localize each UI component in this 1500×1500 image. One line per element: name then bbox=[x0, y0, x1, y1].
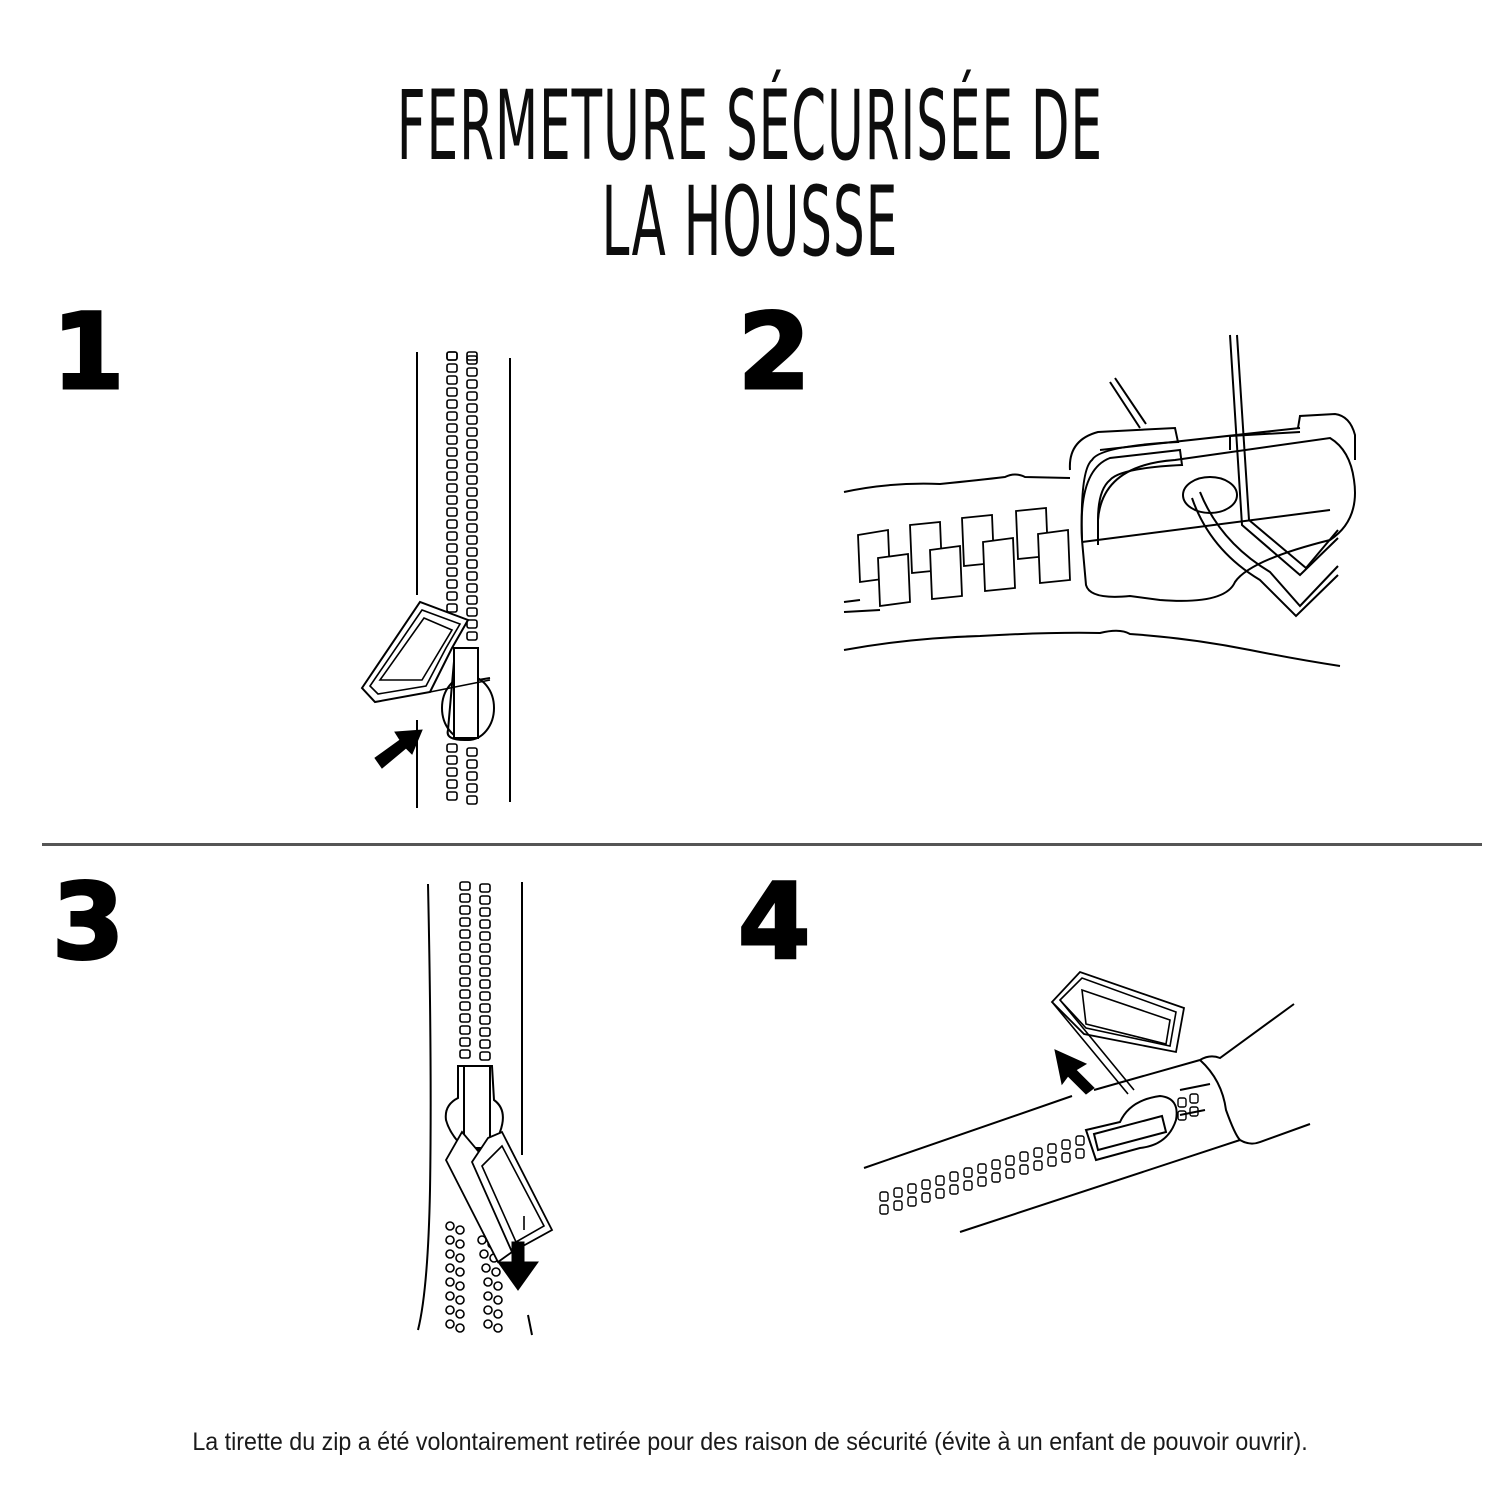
step-4-illustration bbox=[850, 960, 1350, 1240]
step-3-illustration bbox=[400, 870, 560, 1350]
step-2-illustration bbox=[830, 320, 1380, 690]
arrow-up-right-icon bbox=[374, 729, 423, 769]
arrow-down-icon bbox=[497, 1241, 539, 1291]
step-number-4: 4 bbox=[736, 861, 811, 983]
section-divider bbox=[42, 843, 1482, 846]
step-number-2: 2 bbox=[736, 291, 811, 413]
step-number-3: 3 bbox=[50, 861, 125, 983]
arrow-up-left-icon bbox=[1054, 1049, 1095, 1095]
page-title: Fermeture sécurisée de la housse bbox=[396, 70, 1104, 278]
safety-caption: La tirette du zip a été volontairement r… bbox=[192, 1428, 1308, 1456]
step-number-1: 1 bbox=[50, 291, 125, 413]
step-1-illustration bbox=[340, 340, 540, 820]
